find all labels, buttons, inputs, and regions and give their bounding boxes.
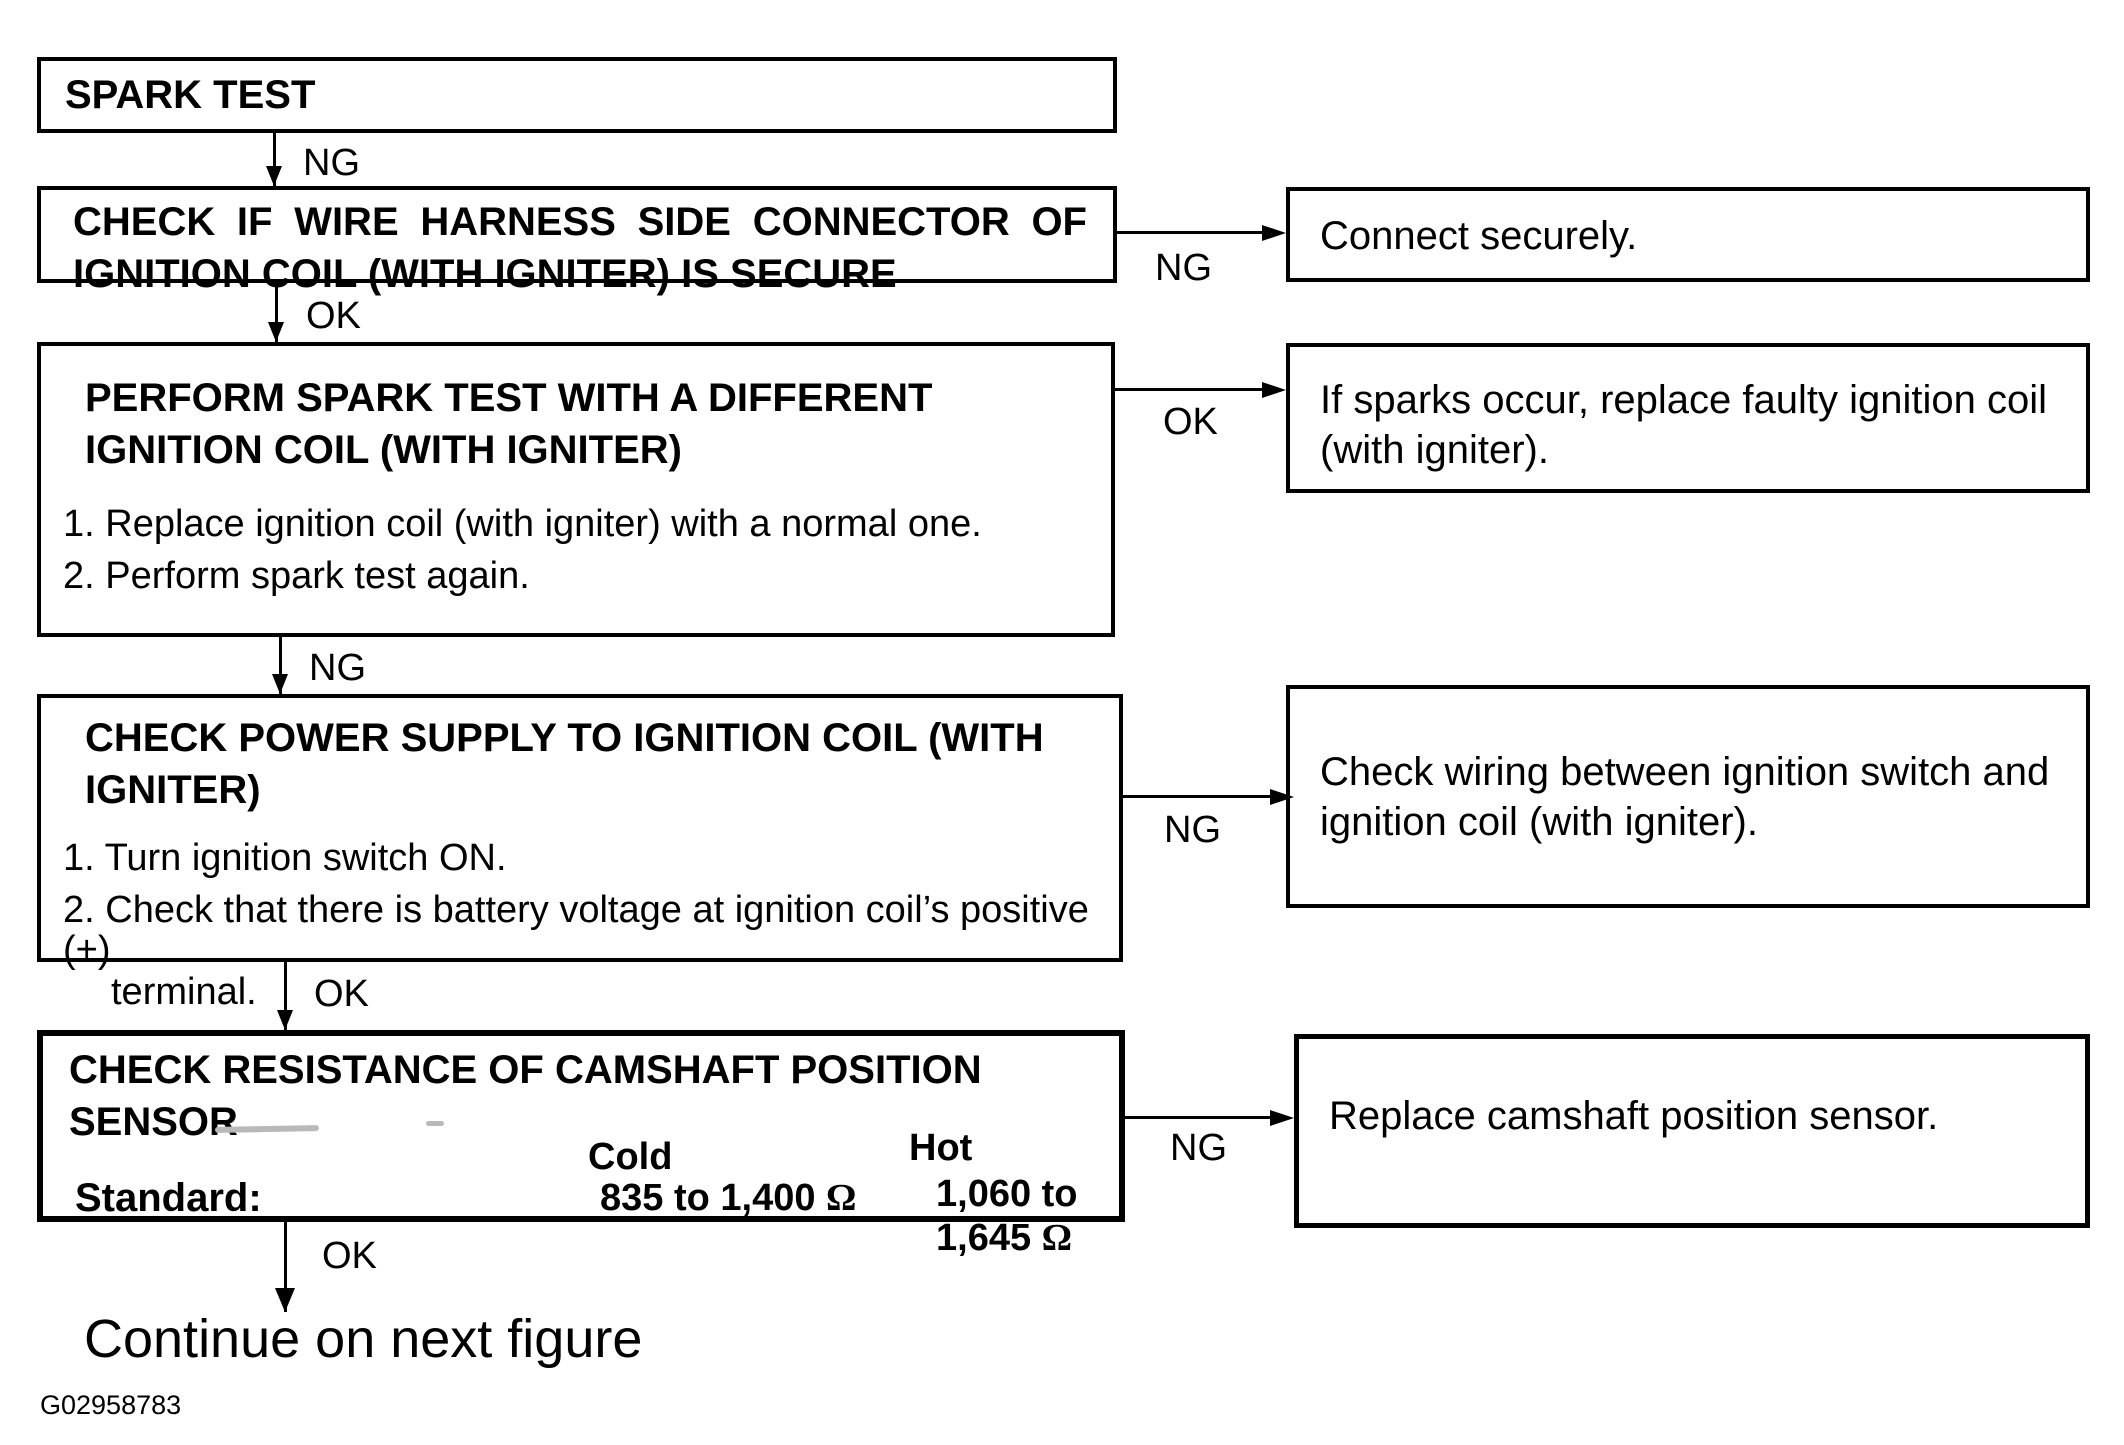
flow-label-ng: NG — [303, 142, 360, 184]
process-box-check-connector: CHECK IF WIRE HARNESS SIDE CONNECTOR OF … — [37, 186, 1117, 296]
down-arrow-head — [272, 674, 288, 694]
step-title-line2: IGNITION COIL (WITH IGNITER) IS SECURE — [73, 252, 897, 296]
flow-label-ok: OK — [322, 1235, 377, 1277]
step-title-line1: CHECK IF WIRE HARNESS SIDE CONNECTOR OF — [73, 200, 1087, 244]
flow-label-ok: OK — [314, 973, 369, 1015]
step-title: CHECK RESISTANCE OF CAMSHAFT POSITION SE… — [69, 1044, 982, 1148]
right-arrow-line — [1125, 1116, 1274, 1119]
flow-label-ok: OK — [1163, 401, 1218, 443]
down-arrow-head — [275, 1288, 295, 1312]
instruction-item: 2. Perform spark test again. — [63, 555, 530, 597]
process-box-different-coil: PERFORM SPARK TEST WITH A DIFFERENT IGNI… — [37, 342, 1115, 637]
cold-column-header: Cold — [588, 1136, 673, 1178]
step-title-line1: CHECK POWER SUPPLY TO IGNITION COIL (WIT… — [85, 716, 1044, 760]
ohm-symbol: Ω — [826, 1177, 857, 1219]
right-arrow-head — [1270, 789, 1294, 805]
step-instructions: 1. Turn ignition switch ON. 2. Check tha… — [63, 838, 1103, 1012]
continue-note: Continue on next figure — [84, 1309, 643, 1369]
result-text-line2: (with igniter). — [1320, 428, 1549, 472]
result-text: Connect securely. — [1320, 214, 1638, 258]
result-box-replace-camshaft-sensor: Replace camshaft position sensor. — [1294, 1034, 2090, 1228]
result-text-line1: If sparks occur, replace faulty ignition… — [1320, 378, 2048, 422]
flow-label-ng: NG — [309, 647, 366, 689]
step-title-line2: IGNITION COIL (WITH IGNITER) — [85, 428, 682, 472]
step-title: SPARK TEST — [65, 73, 316, 117]
process-box-camshaft-resistance: CHECK RESISTANCE OF CAMSHAFT POSITION SE… — [37, 1030, 1125, 1259]
step-instructions: 1. Replace ignition coil (with igniter) … — [63, 504, 1091, 596]
down-arrow-head — [266, 166, 282, 186]
step-title-line2: SENSOR — [69, 1100, 238, 1144]
result-box-connect-securely: Connect securely. — [1286, 187, 2090, 282]
cold-resistance-value: 835 to 1,400 Ω — [600, 1177, 857, 1219]
instruction-item-continuation: terminal. — [111, 971, 257, 1013]
process-box-power-supply: CHECK POWER SUPPLY TO IGNITION COIL (WIT… — [37, 694, 1123, 1012]
hot-resistance-value: 1,060 to 1,645 Ω — [936, 1173, 1078, 1259]
hot-column-header: Hot — [909, 1127, 973, 1169]
flow-label-ok: OK — [306, 295, 361, 337]
down-arrow-line — [275, 283, 278, 342]
down-arrow-line — [279, 637, 282, 694]
instruction-item: 1. Replace ignition coil (with igniter) … — [63, 503, 982, 545]
result-box-check-wiring: Check wiring between ignition switch and… — [1286, 685, 2090, 908]
down-arrow-line — [284, 962, 287, 1030]
right-arrow-line — [1115, 388, 1266, 391]
flow-label-ng: NG — [1155, 247, 1212, 289]
flow-label-ng: NG — [1164, 809, 1221, 851]
result-text-line1: Check wiring between ignition switch and — [1320, 750, 2050, 794]
down-arrow-head — [277, 1010, 293, 1030]
right-arrow-line — [1117, 231, 1266, 234]
figure-code: G02958783 — [40, 1390, 182, 1420]
flow-label-ng: NG — [1170, 1127, 1227, 1169]
step-title-line1: PERFORM SPARK TEST WITH A DIFFERENT — [85, 376, 933, 420]
scan-artifact — [426, 1121, 444, 1126]
right-arrow-head — [1262, 225, 1286, 241]
down-arrow-line — [284, 1222, 287, 1312]
result-text: Replace camshaft position sensor. — [1329, 1094, 1939, 1138]
result-box-replace-faulty-coil: If sparks occur, replace faulty ignition… — [1286, 343, 2090, 493]
instruction-item: 1. Turn ignition switch ON. — [63, 837, 507, 879]
ohm-symbol: Ω — [1041, 1217, 1073, 1259]
standard-label: Standard: — [75, 1176, 262, 1220]
right-arrow-head — [1262, 382, 1286, 398]
right-arrow-line — [1123, 795, 1274, 798]
result-text-line2: ignition coil (with igniter). — [1320, 800, 1758, 844]
step-title-line2: IGNITER) — [85, 768, 261, 812]
right-arrow-head — [1270, 1110, 1294, 1126]
down-arrow-head — [268, 322, 284, 342]
instruction-item: 2. Check that there is battery voltage a… — [63, 889, 1089, 971]
process-box-spark-test: SPARK TEST — [37, 57, 1117, 133]
down-arrow-line — [273, 133, 276, 186]
step-title-line1: CHECK RESISTANCE OF CAMSHAFT POSITION — [69, 1048, 982, 1092]
